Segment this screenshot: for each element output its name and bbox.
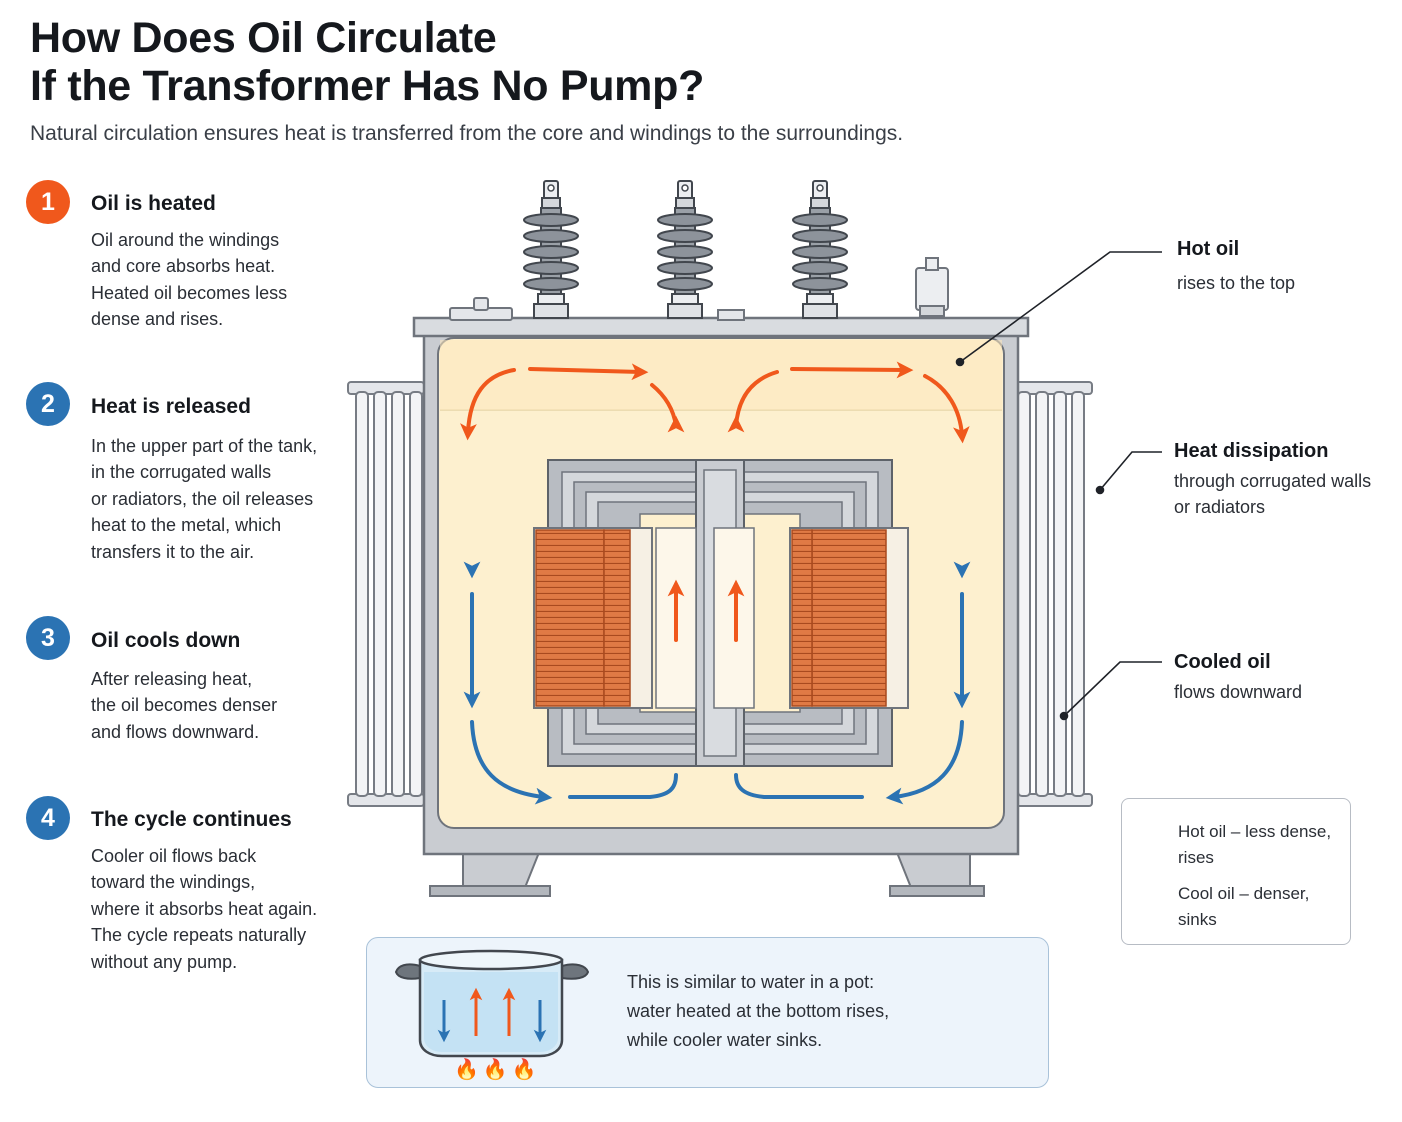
heat-dissipation-callout-title: Heat dissipation [1174,440,1329,462]
winding-right [713,527,909,709]
bushing-3 [792,180,848,319]
step-2-title: Heat is released [91,395,251,418]
tank-feet [429,849,985,897]
hot-oil-flow-arrows [460,361,970,792]
step-2-text: In the upper part of the tank, in the co… [91,436,318,562]
bushing-1 [523,180,579,319]
flame-icon: 🔥🔥🔥 [454,1059,541,1081]
lid-fittings [449,257,949,321]
hot-oil-callout-text: rises to the top [1177,273,1296,293]
legend [1121,798,1351,945]
page-subtitle: Natural circulation ensures heat is tran… [30,122,904,145]
step-2-badge: 2 [26,382,70,426]
step-3-badge: 3 [26,616,70,660]
cooled-oil-callout-title: Cooled oil [1174,651,1271,673]
pot-analogy-text: This is similar to water in a pot: water… [627,972,890,1050]
legend-cool-label: Cool oil – denser, sinks [1178,884,1310,929]
step-3-text: After releasing heat, the oil becomes de… [91,669,278,742]
callout-leaders [955,251,1162,721]
bushings [523,180,848,319]
radiator-left [347,381,425,807]
cool-oil-flow-arrows [463,458,971,805]
step-4-title: The cycle continues [91,808,292,831]
heat-dissipation-callout-text: through corrugated walls or radiators [1174,471,1372,517]
bushing-2 [657,180,713,319]
step-4-text: Cooler oil flows back toward the winding… [91,846,318,972]
winding-left [533,527,697,709]
step-1-title: Oil is heated [91,192,216,215]
step-3-title: Oil cools down [91,629,241,652]
legend-hot-label: Hot oil – less dense, rises [1178,822,1332,867]
step-1-text: Oil around the windings and core absorbs… [91,230,288,330]
page-title: How Does Oil Circulate If the Transforme… [30,14,704,110]
title-line-1: How Does Oil Circulate [30,14,497,62]
title-line-2: If the Transformer Has No Pump? [30,62,705,110]
hot-oil-callout-title: Hot oil [1177,238,1240,260]
step-1-badge: 1 [26,180,70,224]
step-4-badge: 4 [26,796,70,840]
radiator-right [1015,381,1093,807]
pot-illustration [394,949,590,1058]
cooled-oil-callout-text: flows downward [1174,682,1303,702]
